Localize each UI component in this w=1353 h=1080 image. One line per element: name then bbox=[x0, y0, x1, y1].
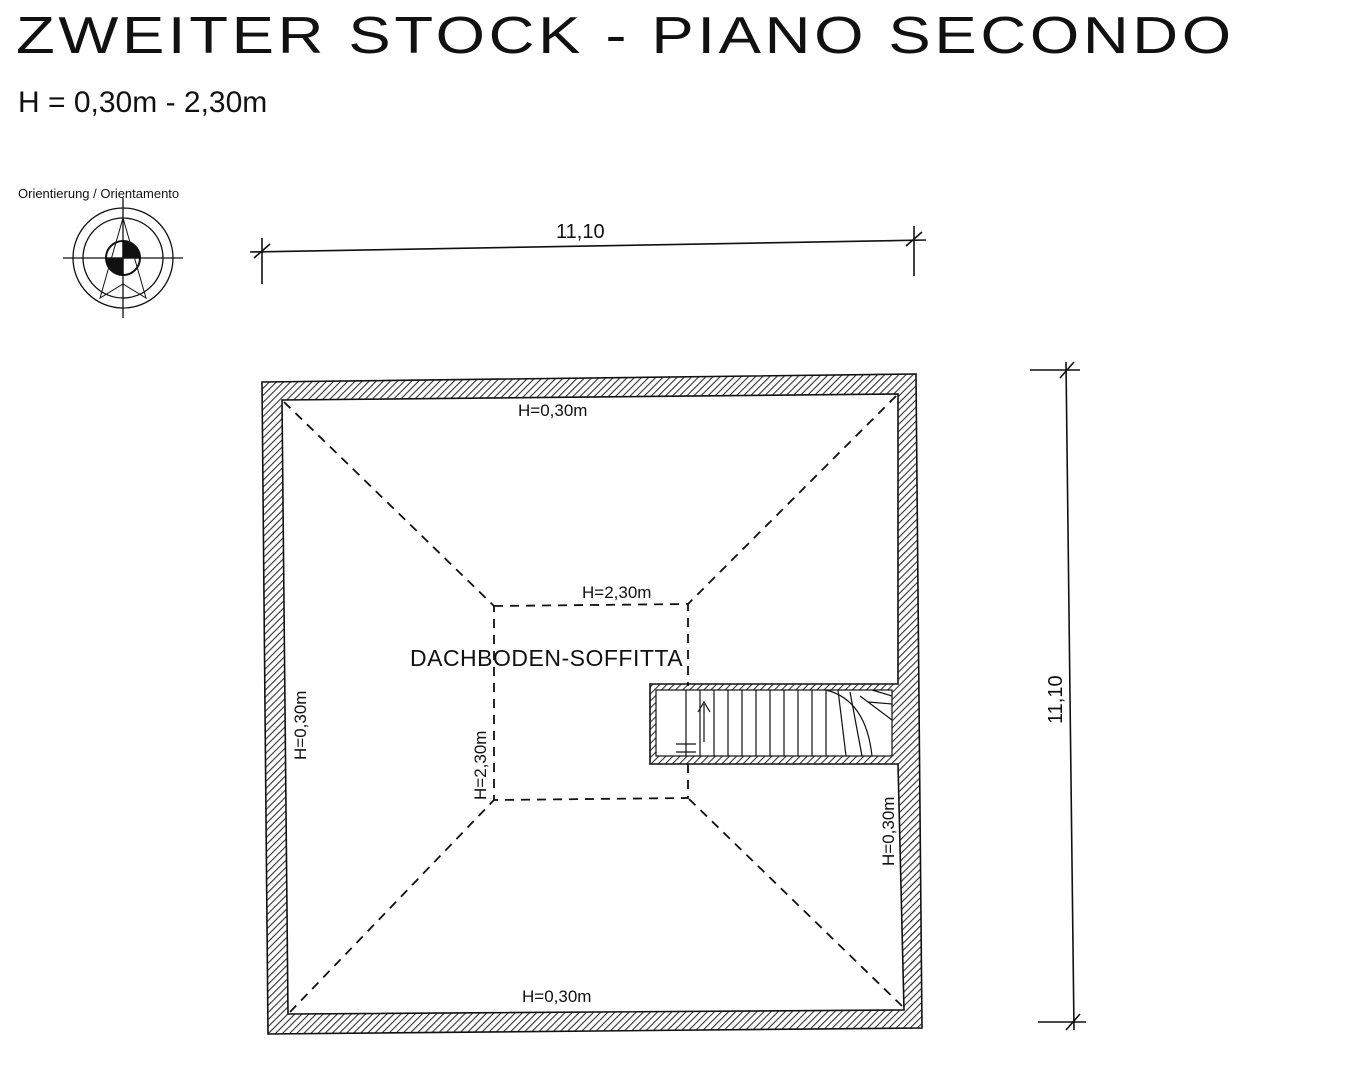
width-dimension-line bbox=[249, 226, 927, 284]
width-dimension-label: 11,10 bbox=[556, 221, 605, 243]
compass-icon bbox=[63, 198, 183, 318]
staircase bbox=[655, 689, 893, 757]
height-label-top: H=0,30m bbox=[518, 401, 587, 420]
orientation-label: Orientierung / Orientamento bbox=[18, 186, 180, 201]
depth-dimension-label: 11,10 bbox=[1045, 675, 1067, 724]
depth-dimension-line bbox=[1030, 361, 1086, 1031]
height-label-inner-left: H=2,30m bbox=[471, 731, 490, 800]
page-title: ZWEITER STOCK - PIANO SECONDO bbox=[16, 7, 1235, 65]
height-label-right: H=0,30m bbox=[879, 797, 898, 866]
height-label-inner-top: H=2,30m bbox=[582, 583, 651, 602]
height-label-left: H=0,30m bbox=[291, 691, 310, 760]
height-label-bottom: H=0,30m bbox=[522, 987, 591, 1006]
roof-hip-lines bbox=[283, 395, 903, 1013]
room-label: DACHBODEN-SOFFITTA bbox=[410, 645, 683, 671]
height-range: H = 0,30m - 2,30m bbox=[18, 86, 268, 119]
